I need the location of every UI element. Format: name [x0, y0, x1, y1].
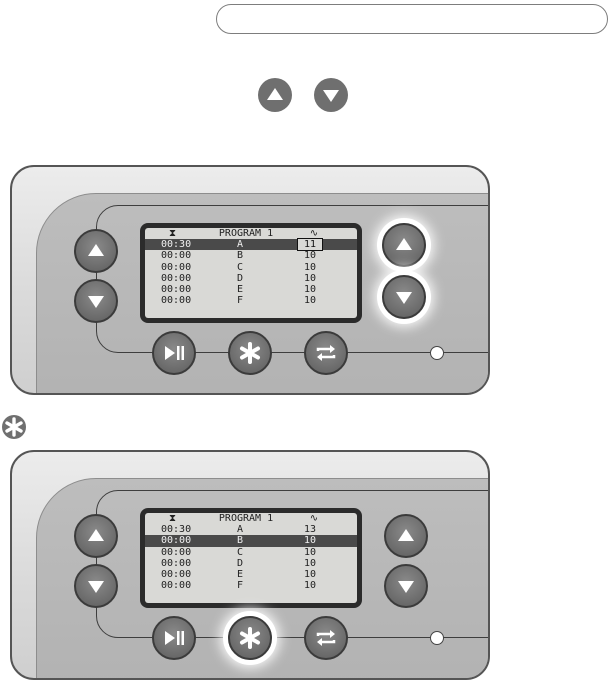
down-arrow-icon — [88, 581, 104, 593]
lcd-row: 00:00 C 10 — [161, 546, 317, 558]
lcd-header: ⧗ PROGRAM 1 ∿ — [145, 513, 357, 524]
right-down-button[interactable] — [382, 275, 426, 319]
repeat-icon — [316, 345, 336, 361]
lcd-row: 00:00 F 10 — [161, 580, 317, 592]
lcd-screen: ⧗ PROGRAM 1 ∿ 00:30 A 11 00:00 B 10 00:0… — [140, 223, 362, 323]
asterisk-icon — [2, 415, 26, 439]
program-title: PROGRAM 1 — [218, 513, 274, 524]
down-arrow-icon — [398, 581, 414, 593]
asterisk-icon — [240, 342, 260, 364]
lcd-row: 00:00 B 10 — [145, 535, 357, 547]
lcd-row: 00:00 B 10 — [161, 250, 317, 262]
sine-wave-icon: ∿ — [309, 513, 319, 524]
star-button[interactable] — [228, 331, 272, 375]
lcd-row: 00:00 C 10 — [161, 261, 317, 273]
hourglass-icon: ⧗ — [169, 228, 177, 239]
down-arrow-icon — [396, 292, 412, 304]
up-arrow-icon — [258, 78, 292, 112]
lcd-row: 00:00 F 10 — [161, 295, 317, 307]
repeat-button[interactable] — [304, 331, 348, 375]
left-up-button[interactable] — [74, 514, 118, 558]
control-panel-step-1: ⧗ PROGRAM 1 ∿ 00:30 A 11 00:00 B 10 00:0… — [10, 165, 490, 395]
lcd-display: ⧗ PROGRAM 1 ∿ 00:30 A 13 00:00 B 10 00:0… — [145, 513, 357, 603]
repeat-icon — [316, 630, 336, 646]
lcd-header: ⧗ PROGRAM 1 ∿ — [145, 228, 357, 239]
right-down-button[interactable] — [384, 564, 428, 608]
instruction-box — [216, 4, 608, 34]
play-pause-button[interactable] — [152, 331, 196, 375]
repeat-button[interactable] — [304, 616, 348, 660]
down-arrow-icon — [88, 296, 104, 308]
left-down-button[interactable] — [74, 564, 118, 608]
up-arrow-icon — [88, 244, 104, 256]
lcd-row: 00:00 E 10 — [161, 283, 317, 295]
play-pause-icon — [165, 346, 184, 360]
lcd-row: 00:00 D 10 — [161, 557, 317, 569]
hourglass-icon: ⧗ — [169, 513, 177, 524]
left-down-button[interactable] — [74, 279, 118, 323]
lcd-screen: ⧗ PROGRAM 1 ∿ 00:30 A 13 00:00 B 10 00:0… — [140, 508, 362, 608]
up-arrow-icon — [88, 529, 104, 541]
left-up-button[interactable] — [74, 229, 118, 273]
lcd-row: 00:30 A 13 — [161, 524, 317, 536]
lcd-row: 00:00 D 10 — [161, 272, 317, 284]
sine-wave-icon: ∿ — [309, 228, 319, 239]
status-led — [430, 346, 444, 360]
lcd-display: ⧗ PROGRAM 1 ∿ 00:30 A 11 00:00 B 10 00:0… — [145, 228, 357, 318]
play-pause-icon — [165, 631, 184, 645]
lcd-row: 00:00 E 10 — [161, 568, 317, 580]
status-led — [430, 631, 444, 645]
asterisk-icon — [240, 627, 260, 649]
play-pause-button[interactable] — [152, 616, 196, 660]
up-arrow-icon — [398, 529, 414, 541]
lcd-row: 00:30 A 11 — [145, 238, 357, 252]
star-button[interactable] — [228, 616, 272, 660]
program-title: PROGRAM 1 — [218, 228, 274, 239]
control-panel-step-2: ⧗ PROGRAM 1 ∿ 00:30 A 13 00:00 B 10 00:0… — [10, 450, 490, 680]
up-arrow-icon — [396, 238, 412, 250]
right-up-button[interactable] — [384, 514, 428, 558]
down-arrow-icon — [314, 78, 348, 112]
selected-value: 11 — [296, 238, 324, 252]
right-up-button[interactable] — [382, 223, 426, 267]
